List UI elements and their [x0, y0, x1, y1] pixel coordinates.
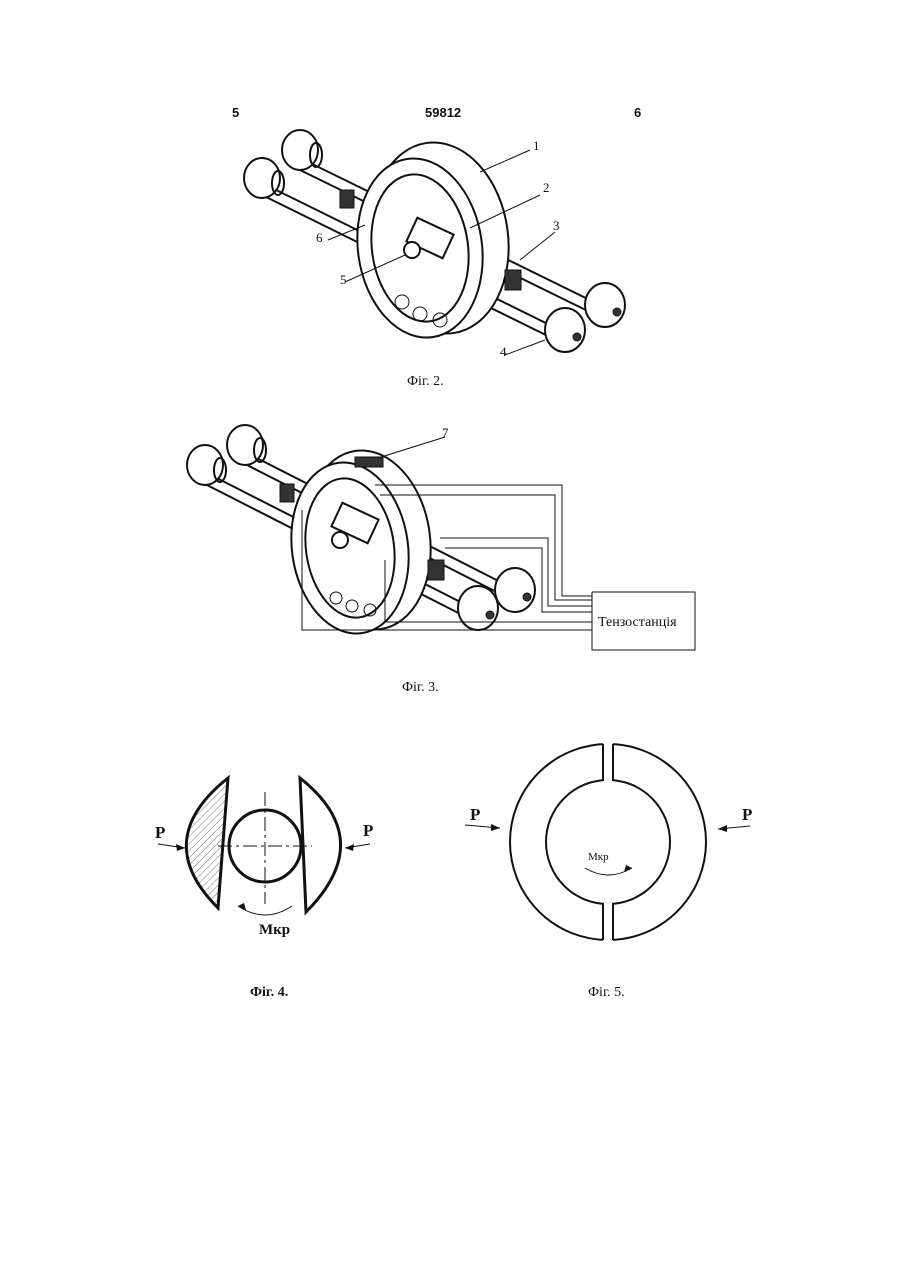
moment-label: Мкр [588, 851, 609, 863]
figure-5-caption: Фіг. 5. [588, 985, 625, 1001]
force-label-left: P [470, 805, 480, 824]
force-label-right: P [742, 805, 752, 824]
